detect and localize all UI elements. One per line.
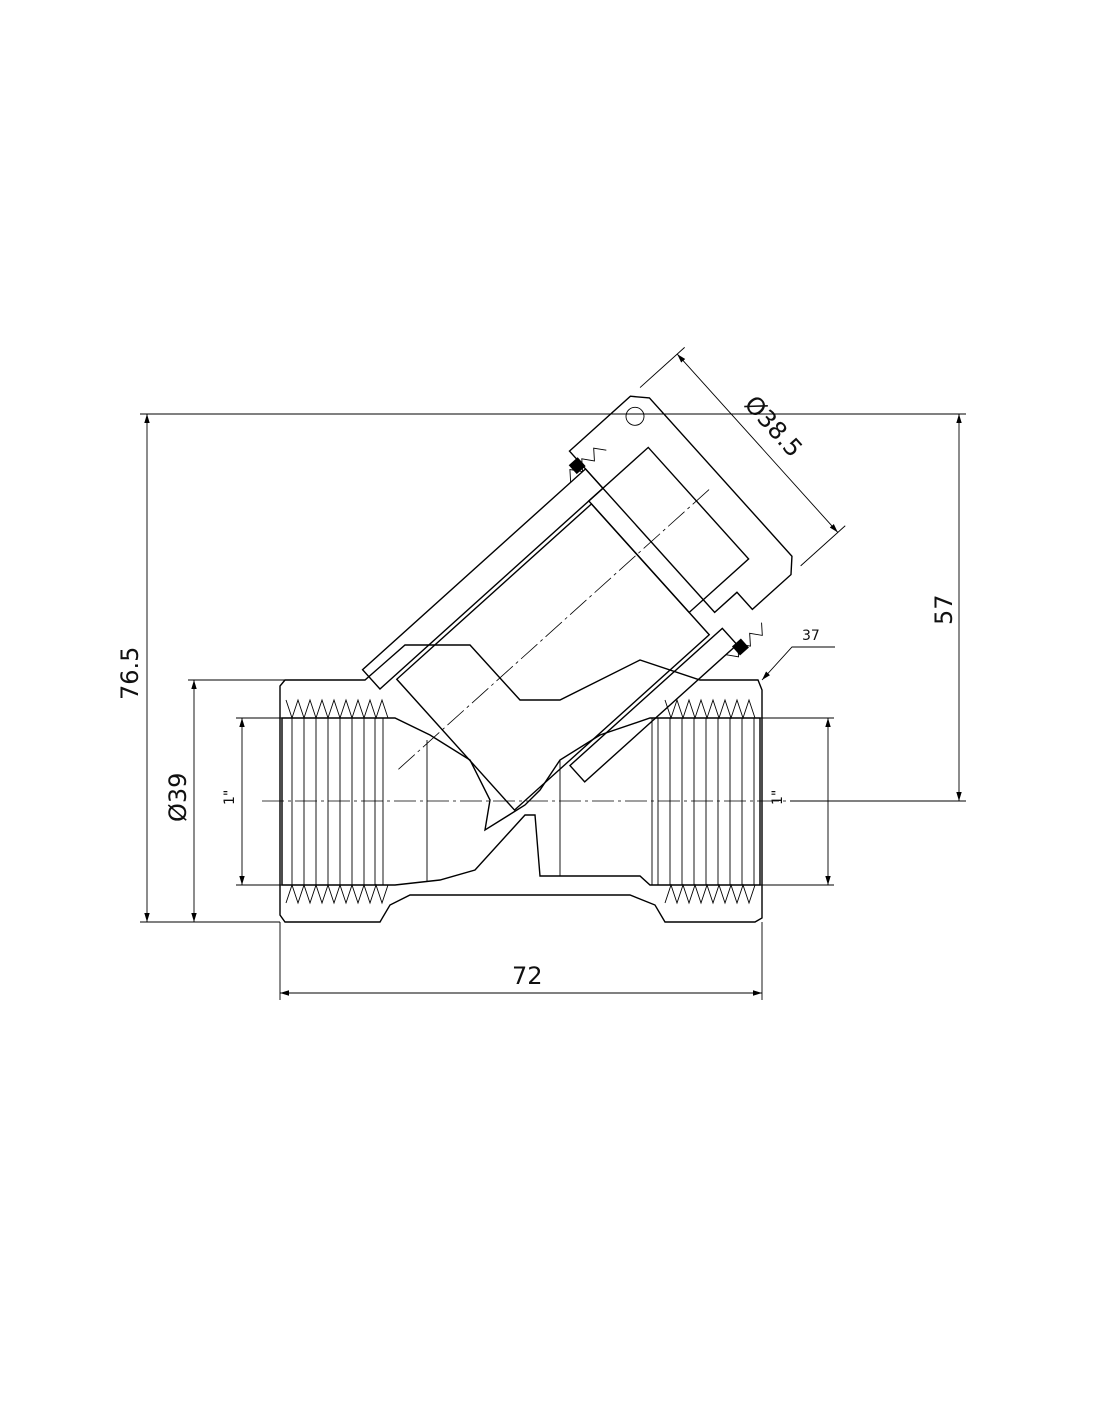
- o-ring-upper: [568, 457, 586, 475]
- cap-thread-upper: [569, 447, 607, 483]
- dimension-axis-height: 57: [930, 594, 958, 625]
- dimension-thread-right: 1": [770, 790, 786, 805]
- branch-wall-upper: [361, 467, 604, 690]
- dimensions: 76.5 Ø39 1" 1" 72 57 37: [116, 413, 966, 1000]
- cap-cavity: [587, 446, 750, 614]
- dimension-wrench-size: 37: [802, 628, 820, 644]
- dimension-length: 72: [512, 962, 543, 990]
- drain-hole: [625, 406, 645, 426]
- dimension-line-cap-diameter: [676, 353, 839, 533]
- branch-wall-lower: [568, 627, 739, 783]
- dimension-outer-diameter: Ø39: [164, 773, 192, 822]
- dimension-cap-diameter: Ø38.5: [739, 390, 808, 462]
- filter-mesh: [395, 502, 711, 812]
- filter-axis-centerline: [398, 487, 711, 770]
- strainer-cap: [568, 395, 793, 614]
- o-ring-lower: [731, 638, 749, 656]
- dimension-overall-height: 76.5: [116, 647, 144, 700]
- dimension-thread-left: 1": [222, 790, 238, 805]
- filter-assembly: Ø38.5: [361, 347, 846, 812]
- cap-thread-lower: [725, 622, 763, 658]
